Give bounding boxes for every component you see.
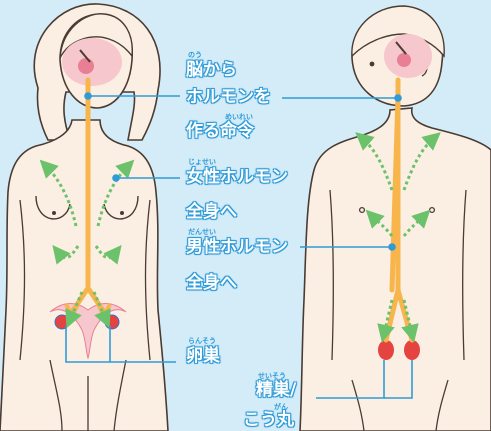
male-hormone-label: 男性ホルモン (186, 239, 288, 256)
testis-ruby1: せいそう (258, 373, 286, 380)
female-body (0, 120, 168, 431)
female-ruby: じょせい (188, 159, 216, 166)
female-figure (0, 4, 168, 431)
male-whole-body-label: 全身へ (186, 275, 237, 292)
male-ruby: だんせい (188, 229, 216, 236)
testis-right (404, 340, 420, 360)
brain-label-line2: ホルモンを (186, 89, 271, 106)
command-ruby: めいれい (225, 114, 253, 121)
female-hormone-label: 女性ホルモン (186, 169, 288, 186)
brain-label-line3b: 命令 (220, 123, 254, 140)
brain-label-line1: 脳から (186, 62, 237, 79)
brain-ruby: のう (188, 52, 202, 59)
ovary-ruby: らんそう (188, 338, 216, 345)
female-whole-body-label: 全身へ (186, 204, 237, 221)
testis-left (378, 340, 394, 360)
ovary-label: 卵巣 (186, 348, 220, 365)
testis-label-line1: 精巣/ (256, 382, 296, 399)
male-figure (300, 6, 491, 431)
brain-label-line3a: 作る (186, 123, 220, 140)
testis-label-line2: こう丸 (243, 412, 294, 429)
